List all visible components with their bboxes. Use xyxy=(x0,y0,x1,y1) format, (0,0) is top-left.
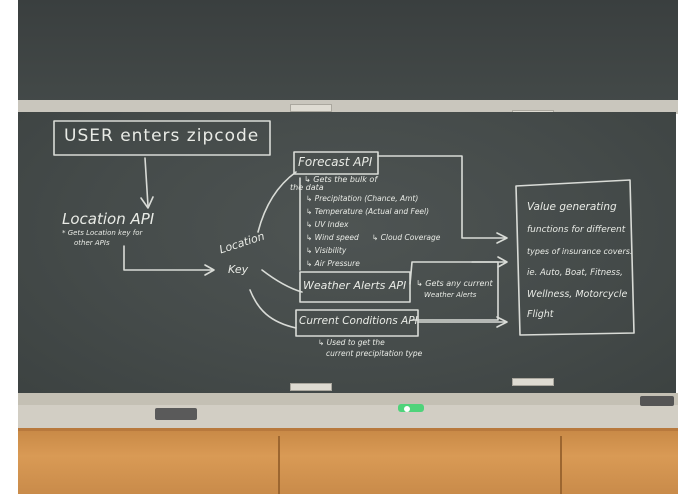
forecast-note: the data xyxy=(290,183,324,192)
user-box-outline xyxy=(53,120,271,156)
map-clip xyxy=(290,104,332,112)
location-api-note: other APIs xyxy=(74,239,110,247)
current-conditions-note: ↳ Used to get the xyxy=(318,338,385,347)
eraser xyxy=(155,408,197,420)
forecast-api-label: Forecast API xyxy=(298,155,373,169)
value-box-outline xyxy=(515,179,635,336)
map-clip xyxy=(512,378,554,386)
wood-seam xyxy=(560,436,562,494)
forecast-box-outline xyxy=(293,151,379,175)
value-box-line: Wellness, Motorcycle xyxy=(527,289,628,300)
forecast-item: ↳ Wind speed xyxy=(306,233,359,242)
value-box-line: functions for different xyxy=(527,225,626,235)
line-key-to-forecast xyxy=(257,171,297,233)
arrowhead xyxy=(497,256,508,268)
weather-alerts-note: Weather Alerts xyxy=(424,291,477,299)
location-key-label: Key xyxy=(228,263,249,276)
arrowhead xyxy=(496,232,508,244)
location-api-label: Location API xyxy=(62,210,155,228)
arrow-forecast-to-value xyxy=(377,155,506,239)
upper-chalkboard xyxy=(18,0,678,112)
forecast-item: ↳ Visibility xyxy=(306,246,347,255)
location-api-note: * Gets Location key for xyxy=(62,229,143,237)
value-box-line: Value generating xyxy=(527,201,617,213)
chalk-tray xyxy=(18,393,678,407)
forecast-item-cloud: ↳ Cloud Coverage xyxy=(372,233,441,242)
current-conditions-box-outline xyxy=(295,309,419,337)
weather-alerts-box-outline xyxy=(299,271,411,303)
arrow-user-to-location xyxy=(144,157,149,207)
value-box-line: ie. Auto, Boat, Fitness, xyxy=(527,268,623,278)
green-chalk xyxy=(398,404,424,412)
chalk-tray-lip xyxy=(18,405,678,431)
arrowhead xyxy=(140,196,154,209)
wood-panel xyxy=(18,431,678,494)
arrowhead xyxy=(204,264,215,276)
value-box-line: types of insurance covers. xyxy=(527,247,633,256)
value-box-line: Flight xyxy=(527,309,554,320)
forecast-item: ↳ Temperature (Actual and Feel) xyxy=(306,207,430,216)
arrow-key-to-alerts xyxy=(261,269,303,293)
arrowhead xyxy=(496,316,508,328)
map-clip xyxy=(290,383,332,391)
user-box-label: USER enters zipcode xyxy=(64,126,260,146)
arrow-location-to-key xyxy=(123,245,213,271)
forecast-item: ↳ UV Index xyxy=(306,220,349,229)
forecast-item: ↳ Air Pressure xyxy=(306,259,360,268)
weather-alerts-api-label: Weather Alerts API xyxy=(303,279,407,292)
weather-alerts-note: ↳ Gets any current xyxy=(416,279,493,288)
eraser xyxy=(640,396,674,406)
chalkboard xyxy=(18,112,676,402)
current-conditions-api-label: Current Conditions API xyxy=(299,315,418,327)
forecast-note: ↳ Gets the bulk of xyxy=(304,175,378,184)
arrow-key-to-current xyxy=(249,289,297,329)
current-conditions-note: current precipitation type xyxy=(326,349,423,358)
white-chalk xyxy=(404,406,410,412)
wood-seam xyxy=(278,436,280,494)
forecast-item: ↳ Precipitation (Chance, Amt) xyxy=(306,194,419,203)
